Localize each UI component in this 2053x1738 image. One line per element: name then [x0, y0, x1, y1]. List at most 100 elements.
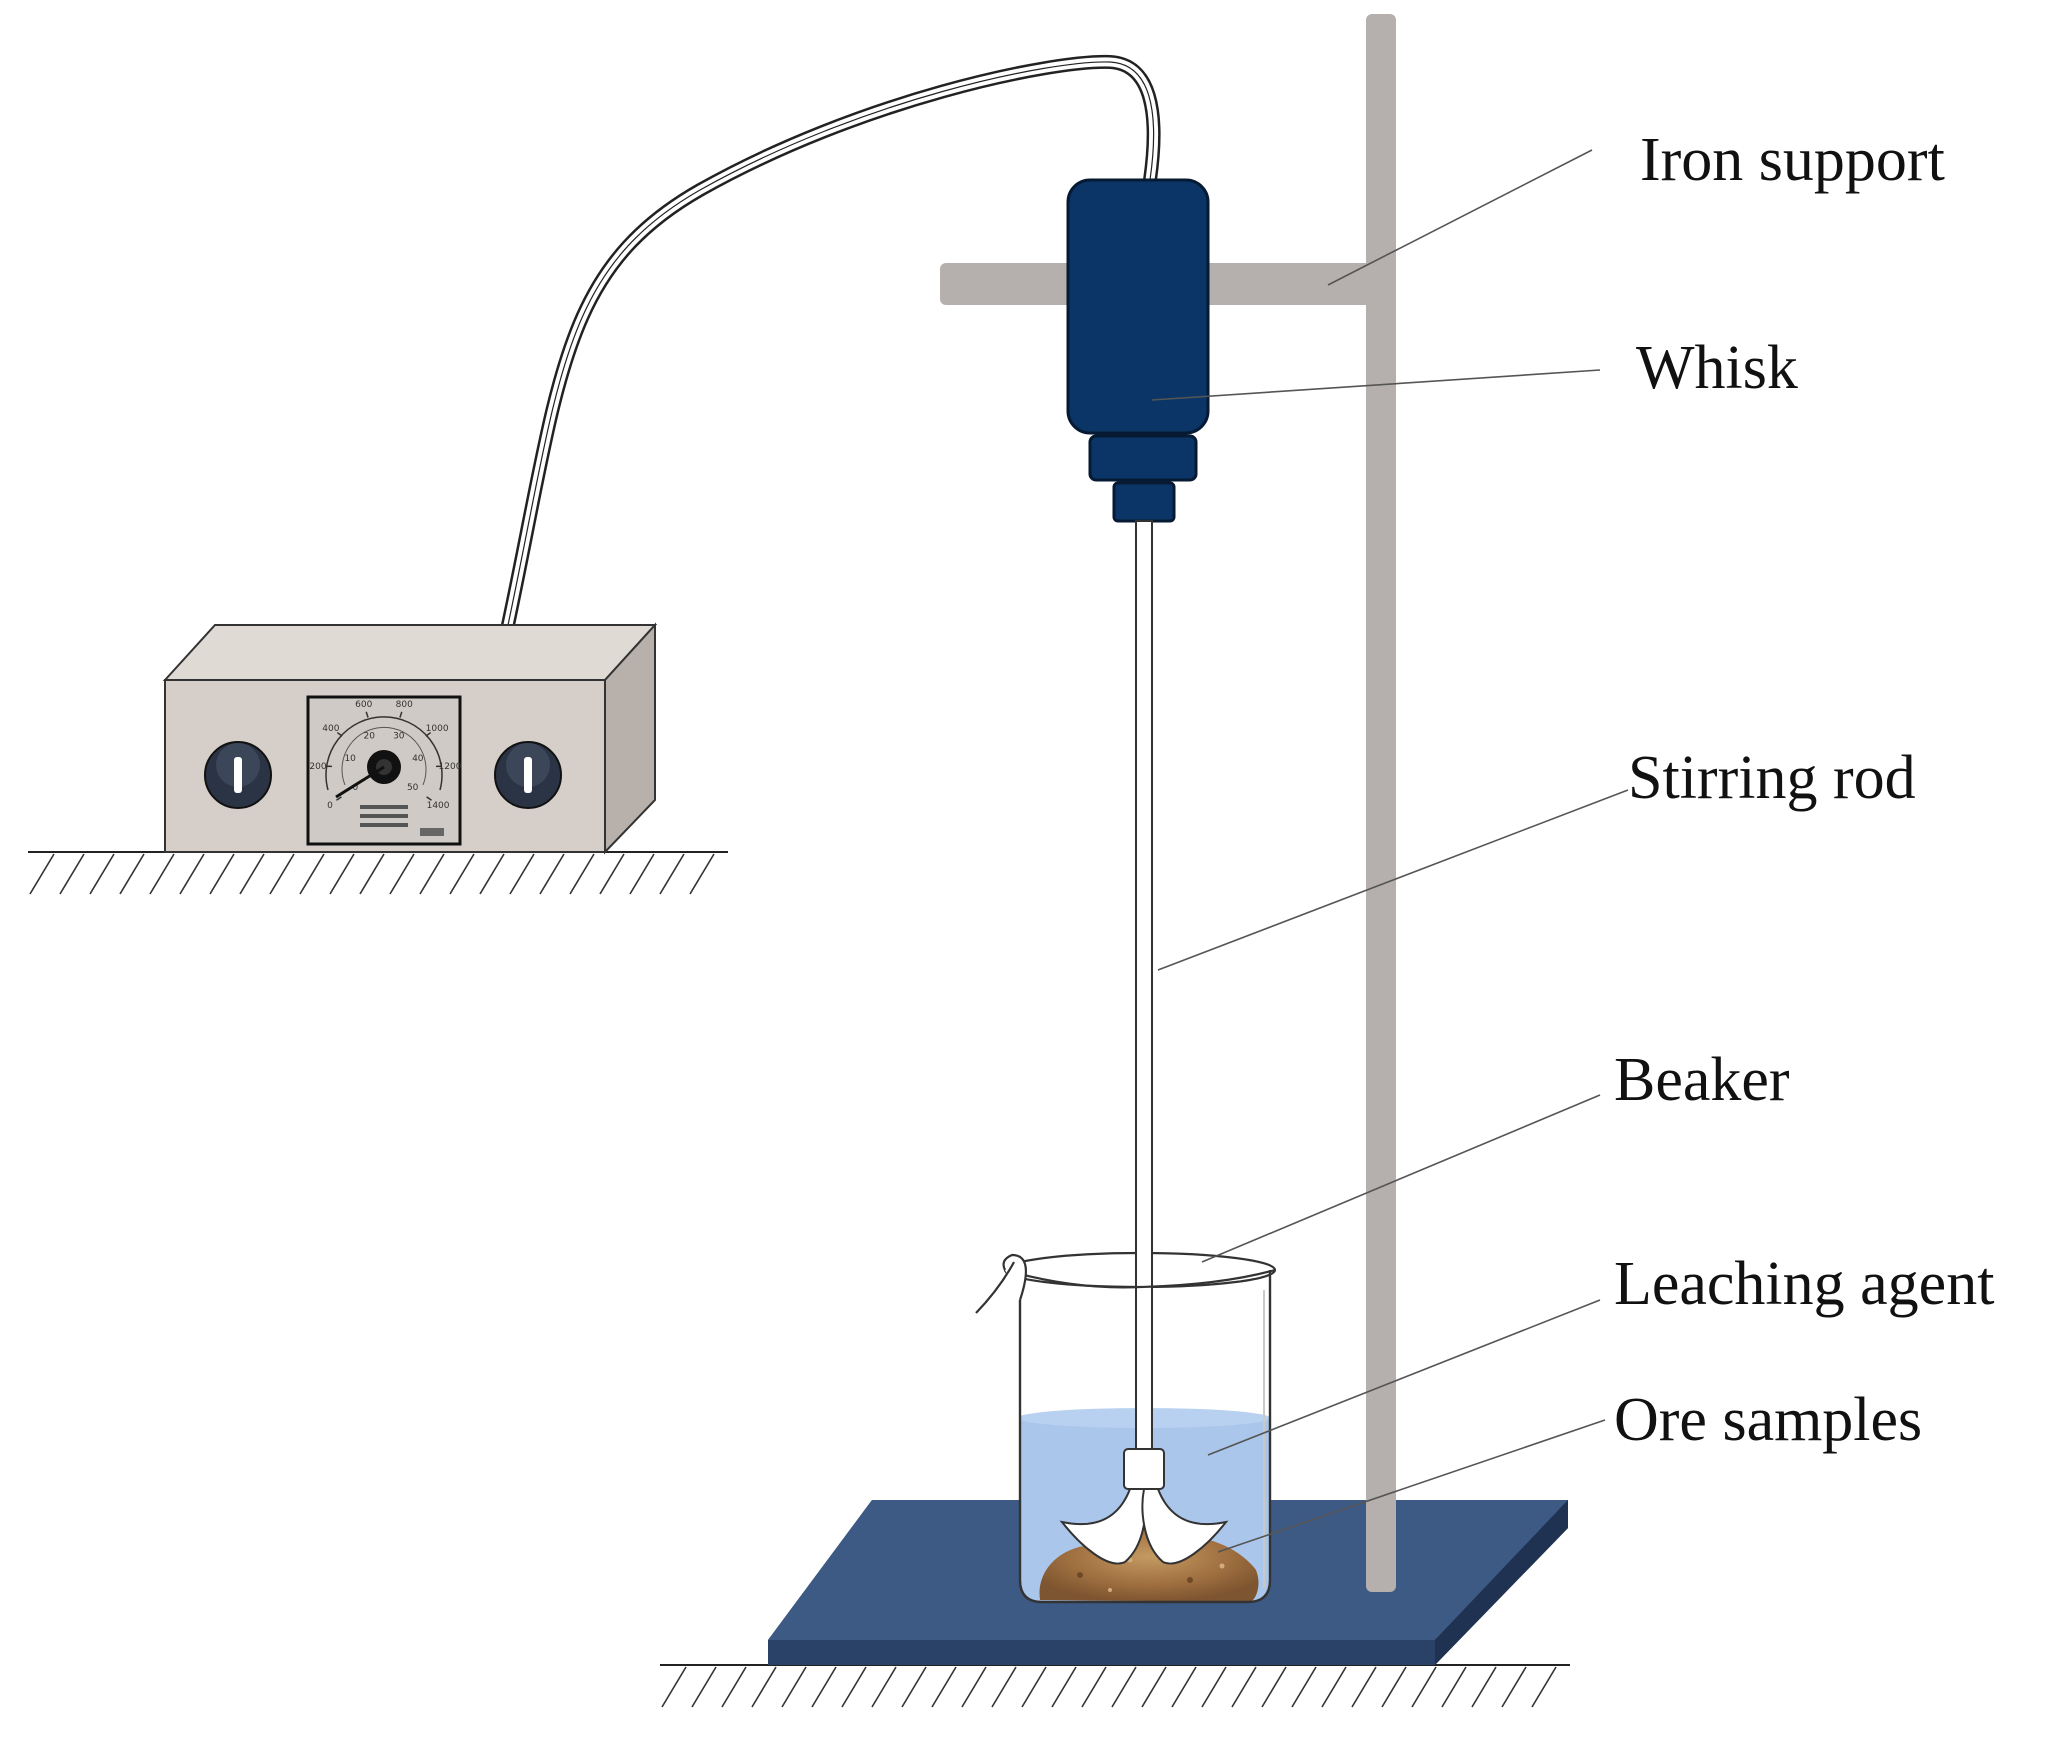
- hatch-stroke: [149, 853, 175, 895]
- label-iron-support: Iron support: [1640, 126, 1945, 194]
- hatch-stroke: [871, 1666, 897, 1708]
- dial-outer-tick-label: 0: [327, 801, 333, 811]
- ground-hatching-right: [661, 1666, 1557, 1708]
- leader-leaching-agent: [1207, 1299, 1601, 1456]
- hatch-stroke: [811, 1666, 837, 1708]
- hatch-stroke: [1051, 1666, 1077, 1708]
- dial-tick: [336, 731, 343, 737]
- right-control-knob[interactable]: [494, 741, 562, 809]
- hatch-stroke: [179, 853, 205, 895]
- hatch-stroke: [1381, 1666, 1407, 1708]
- dial-tick: [425, 731, 432, 737]
- stirring-rod: [1059, 520, 1229, 1565]
- hatch-stroke: [931, 1666, 957, 1708]
- hatch-stroke: [89, 853, 115, 895]
- hatch-stroke: [1171, 1666, 1197, 1708]
- hatch-stroke: [991, 1666, 1017, 1708]
- hatch-stroke: [239, 853, 265, 895]
- dial-inner-tick-label: 20: [363, 731, 375, 741]
- hatch-stroke: [539, 853, 565, 895]
- hatch-stroke: [1261, 1666, 1287, 1708]
- component-labels: Iron support Whisk Stirring rod Beaker L…: [1614, 126, 1994, 1454]
- hatch-stroke: [1441, 1666, 1467, 1708]
- controller-ground: [28, 851, 728, 895]
- label-leaching-agent: Leaching agent: [1614, 1250, 1994, 1318]
- leader-whisk: [1151, 369, 1601, 401]
- hatch-stroke: [1471, 1666, 1497, 1708]
- dial-inner-tick-label: 40: [412, 754, 424, 764]
- hatch-stroke: [599, 853, 625, 895]
- dial-outer-tick-label: 200: [309, 762, 326, 772]
- hatch-stroke: [329, 853, 355, 895]
- impeller-blades: [1059, 1488, 1229, 1565]
- label-whisk: Whisk: [1636, 334, 1798, 402]
- hatch-stroke: [1231, 1666, 1257, 1708]
- dial-inner-tick-label: 50: [407, 783, 419, 793]
- leader-beaker: [1201, 1094, 1601, 1263]
- hatch-stroke: [1201, 1666, 1227, 1708]
- hatch-stroke: [209, 853, 235, 895]
- dial-outer-tick-label: 1000: [426, 724, 449, 734]
- hatch-stroke: [1351, 1666, 1377, 1708]
- hatch-stroke: [1321, 1666, 1347, 1708]
- dial-outer-tick-label: 800: [396, 700, 413, 710]
- hatch-stroke: [359, 853, 385, 895]
- dial-outer-tick-label: 1400: [427, 801, 450, 811]
- dial-tick: [336, 796, 342, 801]
- hatch-stroke: [689, 853, 715, 895]
- hatch-stroke: [1081, 1666, 1107, 1708]
- hatch-stroke: [691, 1666, 717, 1708]
- label-stirring-rod: Stirring rod: [1628, 744, 1916, 812]
- dial-inner-tick-label: 0: [352, 783, 358, 793]
- dial-outer-tick-label: 1200: [439, 762, 462, 772]
- hatch-stroke: [449, 853, 475, 895]
- leader-stirring-rod: [1157, 789, 1629, 971]
- dial-tick: [399, 711, 403, 718]
- hatch-stroke: [569, 853, 595, 895]
- leader-ore-samples: [1217, 1419, 1606, 1553]
- ground-hatching-left: [29, 853, 715, 895]
- hatch-stroke: [1141, 1666, 1167, 1708]
- hatch-stroke: [1411, 1666, 1437, 1708]
- hatch-stroke: [661, 1666, 687, 1708]
- dial-tick: [426, 796, 432, 801]
- whisk-motor: [1066, 178, 1210, 523]
- hatch-stroke: [1531, 1666, 1557, 1708]
- hatch-stroke: [961, 1666, 987, 1708]
- dial-tick: [365, 711, 369, 718]
- hatch-stroke: [509, 853, 535, 895]
- hatch-stroke: [269, 853, 295, 895]
- leader-lines: [1151, 149, 1629, 1553]
- hatch-stroke: [29, 853, 55, 895]
- power-cable: [501, 54, 1161, 632]
- hatch-stroke: [1111, 1666, 1137, 1708]
- hatch-stroke: [659, 853, 685, 895]
- left-control-knob[interactable]: [204, 741, 272, 809]
- label-beaker: Beaker: [1614, 1046, 1790, 1114]
- hatch-stroke: [299, 853, 325, 895]
- beaker: [975, 1253, 1276, 1604]
- dial-tick-marks: 0 200 400 600 800 1000 1200 1400 0 10 20 30 40 50: [309, 700, 461, 811]
- speed-controller-box: 0 200 400 600 800 1000 1200 1400 0 10 20 30 40 50: [162, 622, 658, 855]
- label-ore-samples: Ore samples: [1614, 1386, 1922, 1454]
- dial-outer-tick-label: 400: [322, 724, 339, 734]
- hatch-stroke: [781, 1666, 807, 1708]
- hatch-stroke: [1501, 1666, 1527, 1708]
- hatch-stroke: [841, 1666, 867, 1708]
- speed-dial-gauge: 0 200 400 600 800 1000 1200 1400 0 10 20 30 40 50: [306, 695, 462, 846]
- hatch-stroke: [629, 853, 655, 895]
- hatch-stroke: [1291, 1666, 1317, 1708]
- dial-inner-tick-label: 10: [344, 754, 356, 764]
- dial-inner-tick-label: 30: [393, 731, 405, 741]
- hatch-stroke: [119, 853, 145, 895]
- hatch-stroke: [59, 853, 85, 895]
- hatch-stroke: [1021, 1666, 1047, 1708]
- hatch-stroke: [479, 853, 505, 895]
- hatch-stroke: [721, 1666, 747, 1708]
- leader-iron-support: [1327, 149, 1593, 286]
- hatch-stroke: [901, 1666, 927, 1708]
- stand-ground: [660, 1664, 1570, 1708]
- dial-outer-tick-label: 600: [355, 700, 372, 710]
- hatch-stroke: [419, 853, 445, 895]
